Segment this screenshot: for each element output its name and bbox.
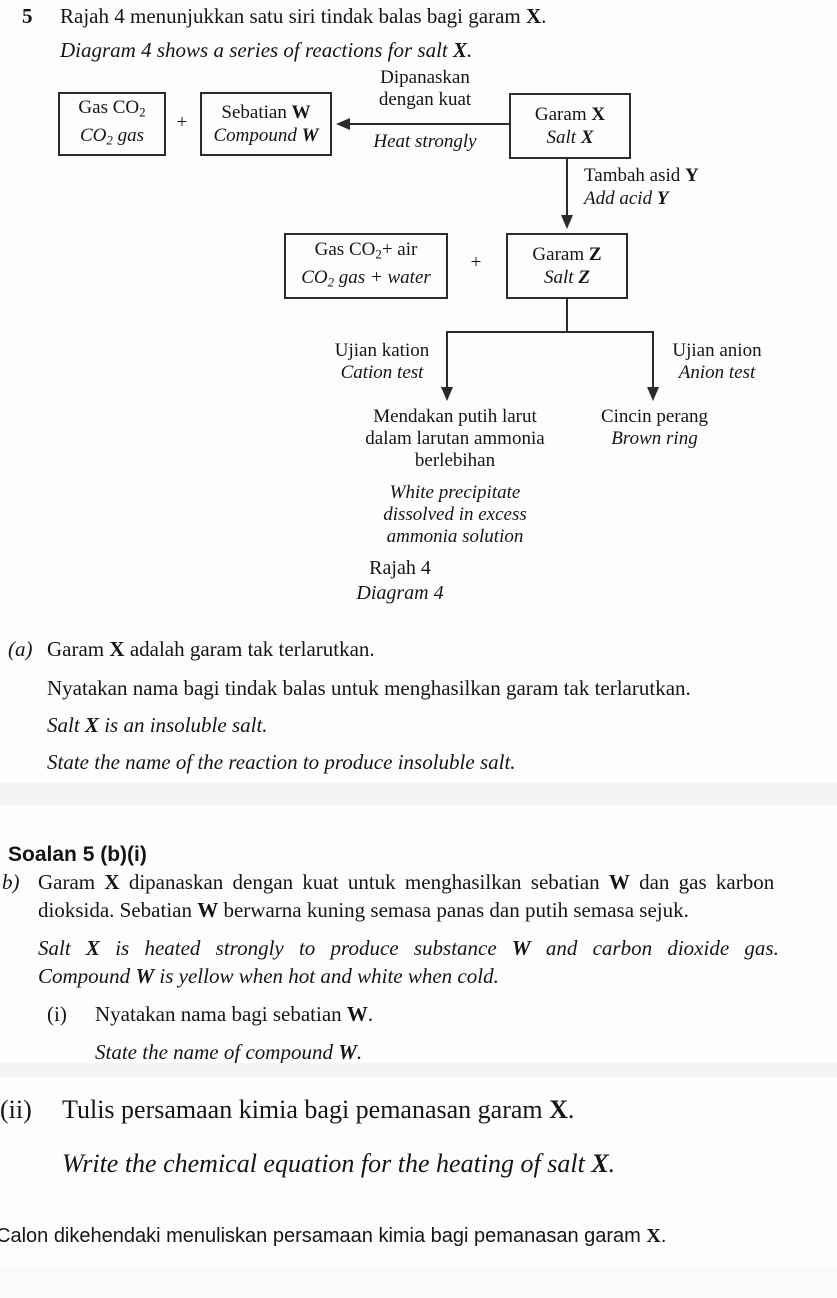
cation-result-en: White precipitate dissolved in excess am…	[383, 482, 527, 547]
branch-stem-line	[566, 299, 568, 332]
part-a-en2: State the name of the reaction to produc…	[47, 750, 516, 774]
part-ii-ms: Tulis persamaan kimia bagi pemanasan gar…	[62, 1095, 575, 1124]
acid-label-ms: Tambah asid Y	[584, 165, 699, 186]
plus-sign-1: +	[176, 112, 188, 133]
box-co2-en: CO2 gas	[79, 125, 144, 148]
part-b-heading: Soalan 5 (b)(i)	[8, 843, 147, 866]
part-b-i-ms: Nyatakan nama bagi sebatian W.	[95, 1002, 374, 1026]
box-z-en: Salt Z	[544, 267, 590, 288]
branch-left-line	[446, 331, 448, 388]
heat-label-ms: Dipanaskan dengan kuat	[378, 67, 472, 110]
heat-label-en: Heat strongly	[373, 131, 477, 152]
box-x-ms: Garam X	[534, 104, 606, 125]
anion-test-label: Ujian anion Anion test	[672, 340, 762, 383]
part-b-i-label: (i)	[47, 1002, 67, 1026]
anion-result: Cincin perang Brown ring	[600, 406, 709, 449]
diagram-box-co2-water: Gas CO2+ air CO2 gas + water	[284, 233, 448, 299]
diagram-box-compound-w: Sebatian W Compound W	[200, 92, 332, 156]
box-x-en: Salt X	[546, 127, 594, 148]
section-divider-band-1	[0, 783, 837, 805]
box-co2-water-ms: Gas CO2+ air	[314, 239, 418, 262]
heat-arrow-line	[349, 123, 509, 125]
box-co2-water-en: CO2 gas + water	[301, 267, 431, 290]
box-w-ms: Sebatian W	[221, 102, 311, 123]
diagram-box-co2-gas: Gas CO2 CO2 gas	[58, 92, 166, 156]
branch-horizontal-line	[446, 331, 654, 333]
diagram-box-salt-z: Garam Z Salt Z	[506, 233, 628, 299]
box-co2-ms: Gas CO2	[78, 97, 146, 120]
question-number: 5	[22, 4, 33, 28]
cation-result-ms: Mendakan putih larut dalam larutan ammon…	[365, 406, 545, 471]
section-divider-band-2	[0, 1063, 837, 1077]
box-w-en: Compound W	[213, 125, 319, 146]
cation-test-label: Ujian kation Cation test	[334, 340, 430, 383]
acid-arrow-line	[566, 159, 568, 217]
examiner-note: Calon dikehendaki menuliskan persamaan k…	[0, 1225, 667, 1247]
part-b-en1: Salt X is heated strongly to produce sub…	[38, 936, 779, 960]
diagram-box-salt-x: Garam X Salt X	[509, 93, 631, 159]
part-b-label: b)	[2, 870, 20, 894]
part-a-en1: Salt X is an insoluble salt.	[47, 713, 268, 737]
left-branch-arrowhead-icon	[441, 387, 453, 401]
footer-band	[0, 1266, 837, 1298]
question-intro-en: Diagram 4 shows a series of reactions fo…	[60, 38, 473, 62]
part-ii-en: Write the chemical equation for the heat…	[62, 1149, 616, 1178]
left-arrowhead-icon	[336, 118, 350, 130]
part-b-i-en: State the name of compound W.	[95, 1040, 363, 1064]
diagram-caption: Rajah 4 Diagram 4	[356, 557, 444, 604]
part-a-label: (a)	[8, 637, 33, 661]
question-intro-ms: Rajah 4 menunjukkan satu siri tindak bal…	[60, 4, 547, 28]
plus-sign-2: +	[470, 252, 482, 273]
part-a-ms1: Garam X adalah garam tak terlarutkan.	[47, 637, 375, 661]
box-z-ms: Garam Z	[532, 244, 602, 265]
part-b-ms1: Garam X dipanaskan dengan kuat untuk men…	[38, 870, 775, 894]
acid-label: Tambah asid Y Add acid Y	[584, 164, 699, 210]
down-arrowhead-icon	[561, 215, 573, 229]
acid-label-en: Add acid Y	[584, 188, 669, 209]
right-branch-arrowhead-icon	[647, 387, 659, 401]
part-a-ms2: Nyatakan nama bagi tindak balas untuk me…	[47, 676, 691, 700]
part-b-ms2: dioksida. Sebatian W berwarna kuning sem…	[38, 898, 689, 922]
part-b-en2: Compound W is yellow when hot and white …	[38, 964, 499, 988]
part-ii-label: (ii)	[0, 1095, 32, 1124]
branch-right-line	[652, 331, 654, 388]
